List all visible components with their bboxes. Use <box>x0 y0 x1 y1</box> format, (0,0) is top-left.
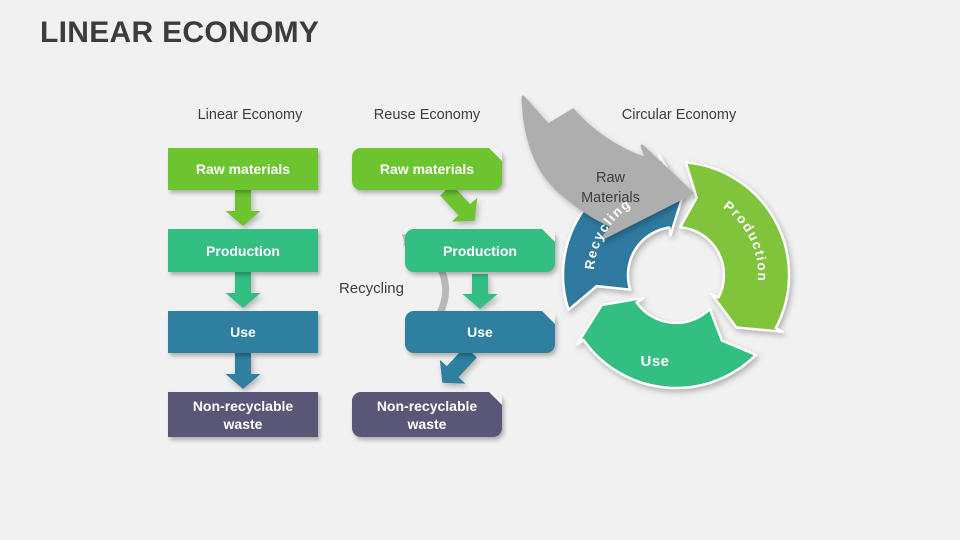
linear-arrow-raw-to-production <box>225 190 261 226</box>
use-arc-label: Use <box>640 353 669 370</box>
reuse-waste-label: Non-recyclable waste <box>376 397 478 432</box>
slide-title: LINEAR ECONOMY <box>40 16 320 49</box>
linear-production-label: Production <box>206 242 280 259</box>
reuse-arrow-raw-to-production <box>440 184 478 222</box>
use-arc-segment <box>575 296 758 390</box>
reuse-production-label: Production <box>443 242 517 259</box>
linear-waste-box: Non-recyclable waste <box>168 392 318 437</box>
linear-arrow-use-to-waste <box>225 353 261 389</box>
reuse-waste-box: Non-recyclable waste <box>352 392 502 437</box>
circular-economy-header: Circular Economy <box>621 107 737 123</box>
reuse-production-box: Production <box>405 229 555 272</box>
production-arc-segment <box>678 161 791 334</box>
reuse-economy-header: Reuse Economy <box>373 107 481 123</box>
circular-raw-materials-line1: Raw <box>595 170 625 186</box>
reuse-arrow-use-to-waste <box>439 346 477 384</box>
linear-raw-materials-label: Raw materials <box>195 161 291 177</box>
reuse-use-label: Use <box>467 324 493 340</box>
linear-arrow-production-to-use <box>225 272 261 308</box>
flow-arrows <box>225 184 498 389</box>
reuse-recycling-label: Recycling <box>338 280 404 297</box>
linear-use-label: Use <box>230 324 256 340</box>
linear-waste-label: Non-recyclable waste <box>192 397 294 432</box>
linear-economy-header: Linear Economy <box>197 107 303 123</box>
reuse-raw-materials-label: Raw materials <box>379 161 475 177</box>
linear-use-box: Use <box>168 311 318 353</box>
linear-production-box: Production <box>168 229 318 272</box>
linear-raw-materials-box: Raw materials <box>168 148 318 190</box>
reuse-arrow-production-to-use <box>462 274 498 309</box>
reuse-use-box: Use <box>405 311 555 353</box>
raw-materials-input-arrow <box>521 95 694 240</box>
reuse-raw-materials-box: Raw materials <box>352 148 502 190</box>
circular-raw-materials-label: Raw Materials <box>543 168 678 208</box>
circular-raw-materials-line2: Materials <box>581 190 640 206</box>
